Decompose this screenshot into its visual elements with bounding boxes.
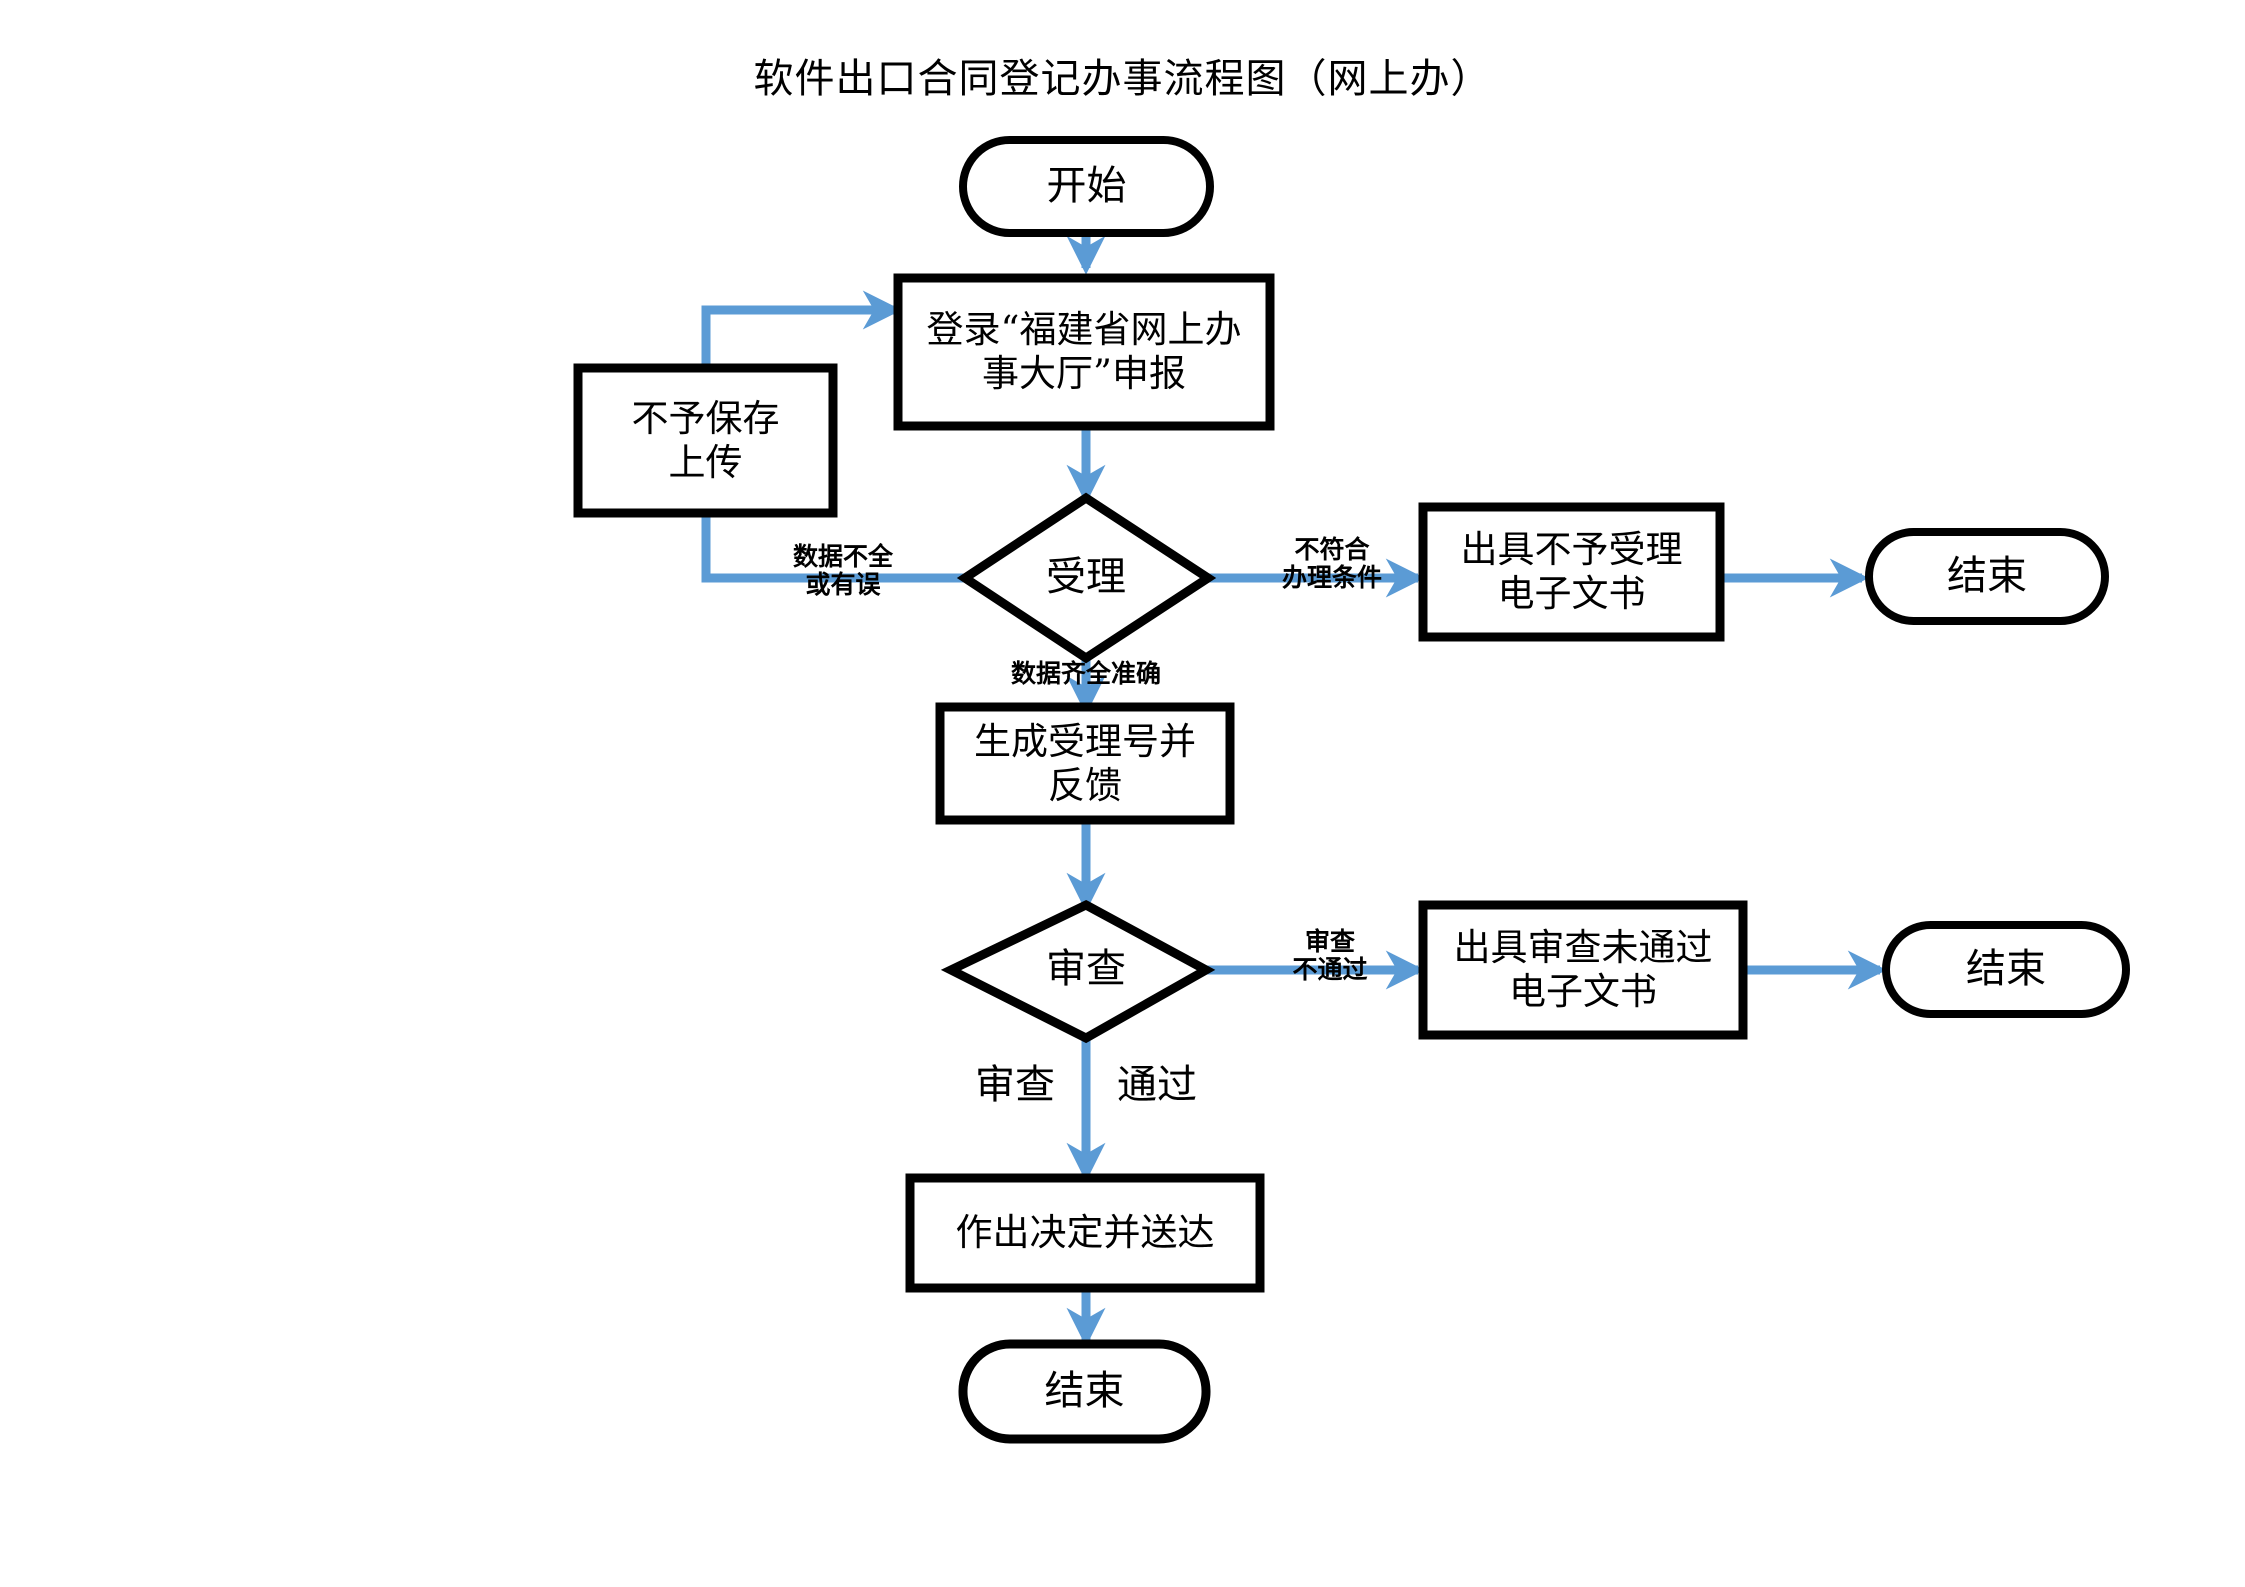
node-fail-doc — [1418, 900, 1748, 1040]
node-gen-number — [935, 702, 1235, 825]
node-reject-doc — [1418, 502, 1725, 642]
node-login — [893, 273, 1275, 431]
node-end-reject — [1865, 528, 2109, 625]
node-start — [959, 136, 1214, 237]
node-decide-deliver — [905, 1173, 1265, 1293]
page-title: 软件出口合同登记办事流程图（网上办） — [753, 56, 1492, 102]
node-end-final — [958, 1339, 1211, 1444]
node-no-save-upload — [573, 363, 838, 518]
connector-group — [701, 235, 1887, 1347]
node-accept-decision — [956, 492, 1217, 664]
node-review-decision — [940, 899, 1216, 1044]
node-end-fail — [1882, 921, 2130, 1018]
